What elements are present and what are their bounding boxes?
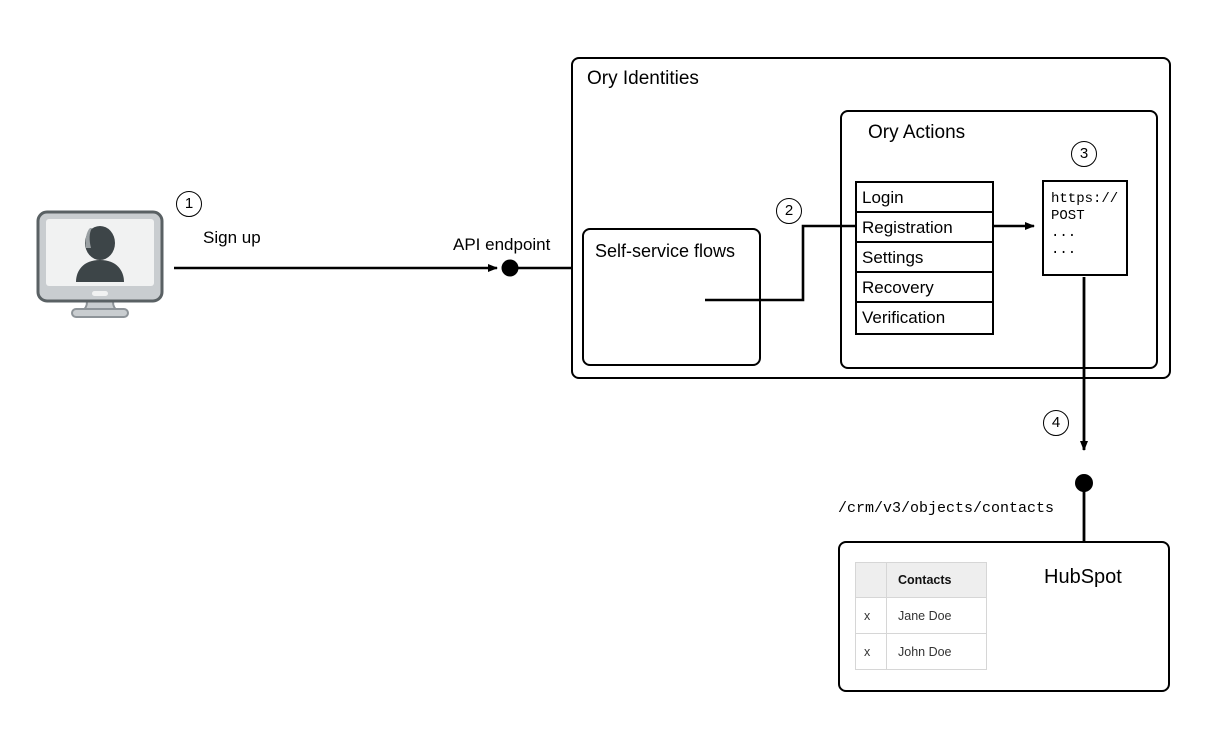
ory-identities-container (571, 57, 1171, 379)
step-marker-3: 3 (1071, 141, 1097, 167)
ory-identities-title: Ory Identities (587, 68, 699, 89)
row-mark: x (855, 633, 887, 670)
row-contact-name: John Doe (886, 633, 987, 670)
user-monitor-icon (36, 210, 164, 318)
table-row[interactable]: x Jane Doe (855, 597, 987, 634)
code-line-method: POST (1051, 208, 1085, 224)
hubspot-container (838, 541, 1170, 692)
label-crm-path: /crm/v3/objects/contacts (838, 500, 1055, 517)
self-service-flows-container (582, 228, 761, 366)
flow-item-verification[interactable]: Verification (857, 303, 992, 333)
hubspot-title: HubSpot (1044, 566, 1122, 588)
flow-item-settings[interactable]: Settings (857, 243, 992, 273)
step-marker-4: 4 (1043, 410, 1069, 436)
column-header-select (855, 562, 887, 598)
table-row[interactable]: x John Doe (855, 633, 987, 670)
label-api-endpoint: API endpoint (453, 235, 551, 254)
step-marker-1: 1 (176, 191, 202, 217)
code-line-ellipsis-2: ... (1051, 242, 1077, 258)
table-header-row: Contacts (855, 562, 987, 598)
flow-list: Login Registration Settings Recovery Ver… (855, 181, 994, 335)
flow-item-registration[interactable]: Registration (857, 213, 992, 243)
column-header-contacts: Contacts (886, 562, 987, 598)
label-sign-up: Sign up (203, 228, 261, 247)
row-contact-name: Jane Doe (886, 597, 987, 634)
webhook-code-block: https:// POST ... ... (1042, 180, 1128, 276)
code-line-url: https:// (1051, 191, 1119, 207)
code-line-ellipsis-1: ... (1051, 225, 1077, 241)
ory-actions-container (840, 110, 1158, 369)
self-service-flows-title: Self-service flows (595, 241, 736, 261)
contacts-table: Contacts x Jane Doe x John Doe (855, 562, 987, 670)
flow-item-recovery[interactable]: Recovery (857, 273, 992, 303)
step-marker-2: 2 (776, 198, 802, 224)
ory-actions-title: Ory Actions (868, 122, 966, 143)
flow-item-login[interactable]: Login (857, 183, 992, 213)
row-mark: x (855, 597, 887, 634)
